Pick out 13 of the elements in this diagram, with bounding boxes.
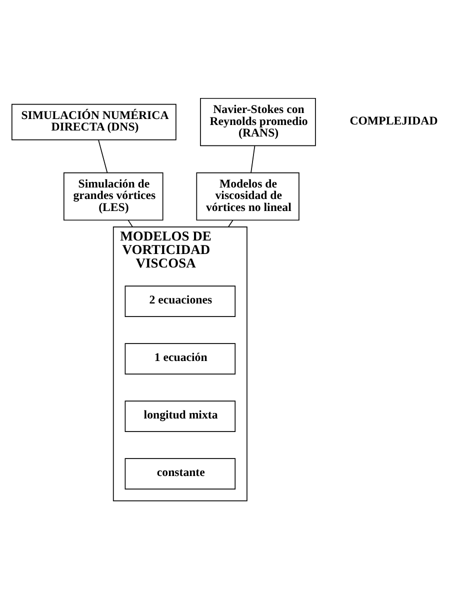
node-box: 2 ecuaciones — [124, 286, 236, 317]
connector — [250, 145, 256, 174]
connector — [98, 140, 108, 174]
connector — [128, 220, 133, 228]
node-box: longitud mixta — [124, 400, 236, 432]
node-box: 1 ecuación — [124, 343, 236, 374]
node-box: Navier-Stokes con Reynolds promedio (RANS) — [200, 98, 316, 146]
connector — [228, 220, 234, 228]
label: COMPLEJIDAD — [350, 113, 438, 128]
node-box: Modelos de viscosidad de vórtices no lineal — [196, 172, 300, 221]
node-box: constante — [124, 458, 236, 490]
node-box: Simulación de grandes vórtices (LES) — [63, 172, 164, 221]
node-box: SIMULACIÓN NUMÉRICA DIRECTA (DNS) — [11, 104, 176, 140]
